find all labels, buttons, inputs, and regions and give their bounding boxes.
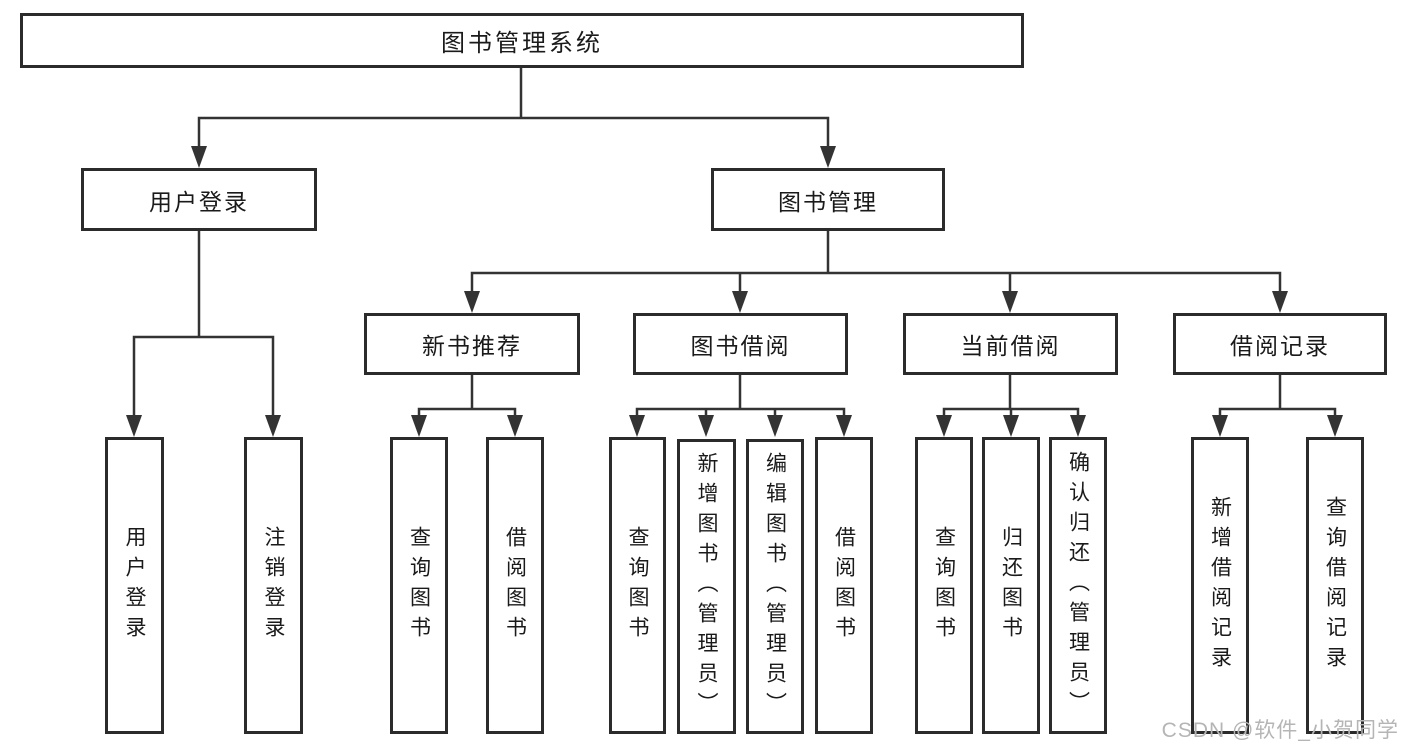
leaf-query-borrow-record: 查询借阅记录 (1306, 437, 1364, 734)
node-new-book-recommend: 新书推荐 (364, 313, 580, 375)
leaf-edit-books-admin-label: 编辑图书（管理员） (763, 451, 787, 722)
watermark: CSDN @软件_小贺同学 (1161, 719, 1399, 742)
node-borrow-record-label: 借阅记录 (1230, 333, 1330, 359)
leaf-borrow-books-recommend: 借阅图书 (486, 437, 544, 734)
node-book-management: 图书管理 (711, 168, 945, 231)
leaf-logout-label: 注销登录 (262, 525, 285, 646)
leaf-borrow-books: 借阅图书 (815, 437, 873, 734)
node-new-book-recommend-label: 新书推荐 (422, 333, 522, 359)
edge-new-book-recommend-to-leaves (411, 375, 523, 437)
leaf-query-borrow-record-label: 查询借阅记录 (1323, 495, 1347, 676)
leaf-confirm-return-admin-label: 确认归还（管理员） (1066, 450, 1090, 721)
leaf-borrow-books-recommend-label: 借阅图书 (503, 525, 527, 646)
leaf-add-borrow-record-label: 新增借阅记录 (1208, 495, 1232, 676)
node-user-login: 用户登录 (81, 168, 317, 231)
leaf-query-books-current-label: 查询图书 (932, 525, 956, 646)
leaf-query-books-borrow-label: 查询图书 (626, 525, 649, 646)
node-root: 图书管理系统 (20, 13, 1024, 68)
edge-book-borrow-to-leaves (629, 375, 852, 437)
node-current-borrow-label: 当前借阅 (960, 333, 1061, 359)
node-user-login-label: 用户登录 (149, 188, 249, 215)
node-borrow-record: 借阅记录 (1173, 313, 1387, 375)
leaf-user-login: 用户登录 (105, 437, 164, 734)
node-book-management-label: 图书管理 (778, 188, 878, 215)
leaf-logout: 注销登录 (244, 437, 303, 734)
node-book-borrow-label: 图书借阅 (690, 333, 791, 359)
node-current-borrow: 当前借阅 (903, 313, 1118, 375)
node-root-label: 图书管理系统 (441, 30, 603, 57)
leaf-confirm-return-admin: 确认归还（管理员） (1049, 437, 1107, 734)
leaf-query-books-recommend: 查询图书 (390, 437, 448, 734)
leaf-query-books-borrow: 查询图书 (609, 437, 666, 734)
leaf-borrow-books-label: 借阅图书 (832, 525, 856, 646)
edge-root-to-branches (191, 68, 836, 168)
leaf-add-books-admin: 新增图书（管理员） (677, 439, 736, 734)
edge-book-management-to-sections (464, 231, 1288, 313)
leaf-return-books: 归还图书 (982, 437, 1040, 734)
leaf-return-books-label: 归还图书 (999, 525, 1023, 646)
edge-current-borrow-to-leaves (936, 375, 1086, 437)
edge-user-login-to-leaves (126, 231, 281, 437)
leaf-edit-books-admin: 编辑图书（管理员） (746, 439, 804, 734)
leaf-query-books-current: 查询图书 (915, 437, 973, 734)
leaf-query-books-recommend-label: 查询图书 (407, 525, 431, 646)
edge-borrow-record-to-leaves (1212, 375, 1343, 437)
leaf-add-borrow-record: 新增借阅记录 (1191, 437, 1249, 734)
leaf-user-login-label: 用户登录 (123, 525, 146, 646)
leaf-add-books-admin-label: 新增图书（管理员） (695, 451, 718, 722)
node-book-borrow: 图书借阅 (633, 313, 848, 375)
